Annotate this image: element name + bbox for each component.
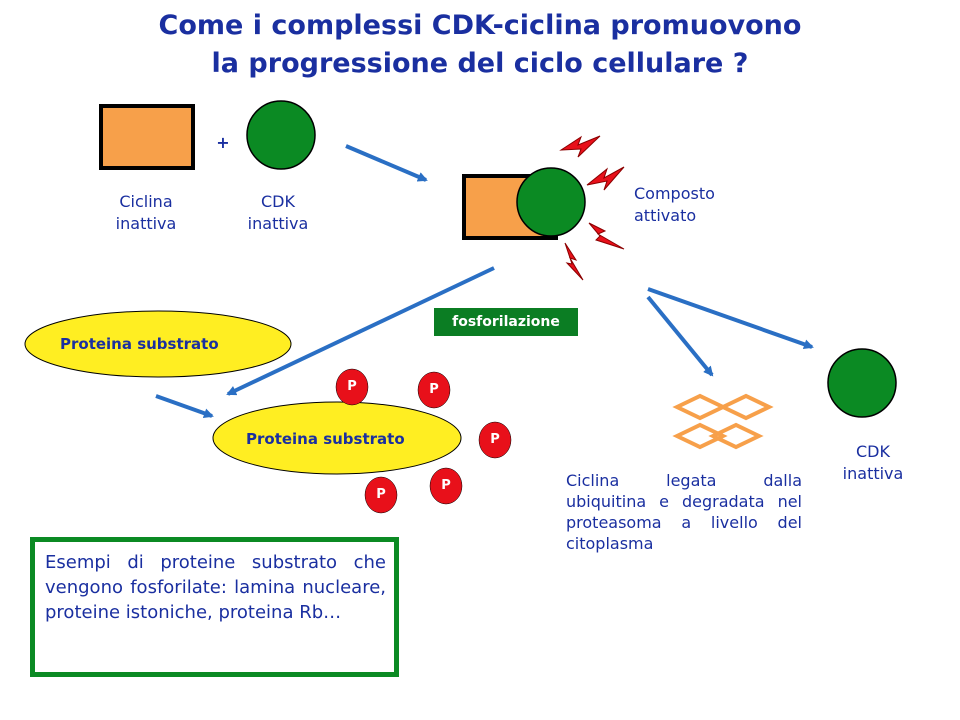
lightning-bolt-icon <box>559 135 625 281</box>
arrow-to-ubiquitin <box>646 295 714 377</box>
arrow-to-substrate <box>226 266 495 396</box>
cdk-inattiva-right-label: CDK inattiva <box>820 441 926 485</box>
arrow-substrate-to-phosphorylated <box>155 394 214 419</box>
cdk-inactive-shape <box>246 100 316 170</box>
proteina-substrato-label-1: Proteina substrato <box>60 335 219 353</box>
plus-sign: + <box>216 133 230 152</box>
phosphate-label-2: P <box>429 382 439 397</box>
complex-cdk-shape <box>516 167 586 237</box>
cdk-inattiva-top-line2: inattiva <box>247 214 309 233</box>
degradation-text: Ciclina legata dalla ubiquitina e degrad… <box>566 471 802 553</box>
phosphate-groups <box>335 368 512 514</box>
cdk-inactive-right-shape <box>827 348 897 418</box>
cdk-inattiva-top-label: CDK inattiva <box>230 191 326 235</box>
ciclina-inattiva-line1: Ciclina <box>119 192 173 211</box>
ciclina-inattiva-label: Ciclina inattiva <box>96 191 196 235</box>
phosphate-label-4: P <box>441 478 451 493</box>
examples-box: Esempi di proteine substrato che vengono… <box>30 537 399 677</box>
arrow-to-complex <box>345 144 428 182</box>
phosphate-label-5: P <box>376 487 386 502</box>
title-line-2: la progressione del ciclo cellulare ? <box>211 48 749 79</box>
fosforilazione-box: fosforilazione <box>434 308 578 336</box>
title-line-1: Come i complessi CDK-ciclina promuovono <box>158 10 802 41</box>
substrate-protein-shape <box>24 310 292 378</box>
cdk-inattiva-right-line1: CDK <box>856 442 890 461</box>
ciclina-inattiva-line2: inattiva <box>115 214 177 233</box>
composto-attivato-label: Composto attivato <box>634 183 744 227</box>
phosphate-label-3: P <box>490 432 500 447</box>
cdk-inattiva-top-line1: CDK <box>261 192 295 211</box>
cdk-inattiva-right-line2: inattiva <box>842 464 904 483</box>
phosphorylated-substrate-shape <box>212 401 462 475</box>
ubiquitin-diamond-icon <box>672 393 774 450</box>
composto-attivato-line2: attivato <box>634 206 697 225</box>
phosphate-label-1: P <box>347 379 357 394</box>
cyclin-inactive-shape <box>99 104 195 170</box>
arrow-to-cdk-inactive <box>647 287 814 350</box>
composto-attivato-line1: Composto <box>634 184 715 203</box>
proteina-substrato-label-2: Proteina substrato <box>246 430 405 448</box>
